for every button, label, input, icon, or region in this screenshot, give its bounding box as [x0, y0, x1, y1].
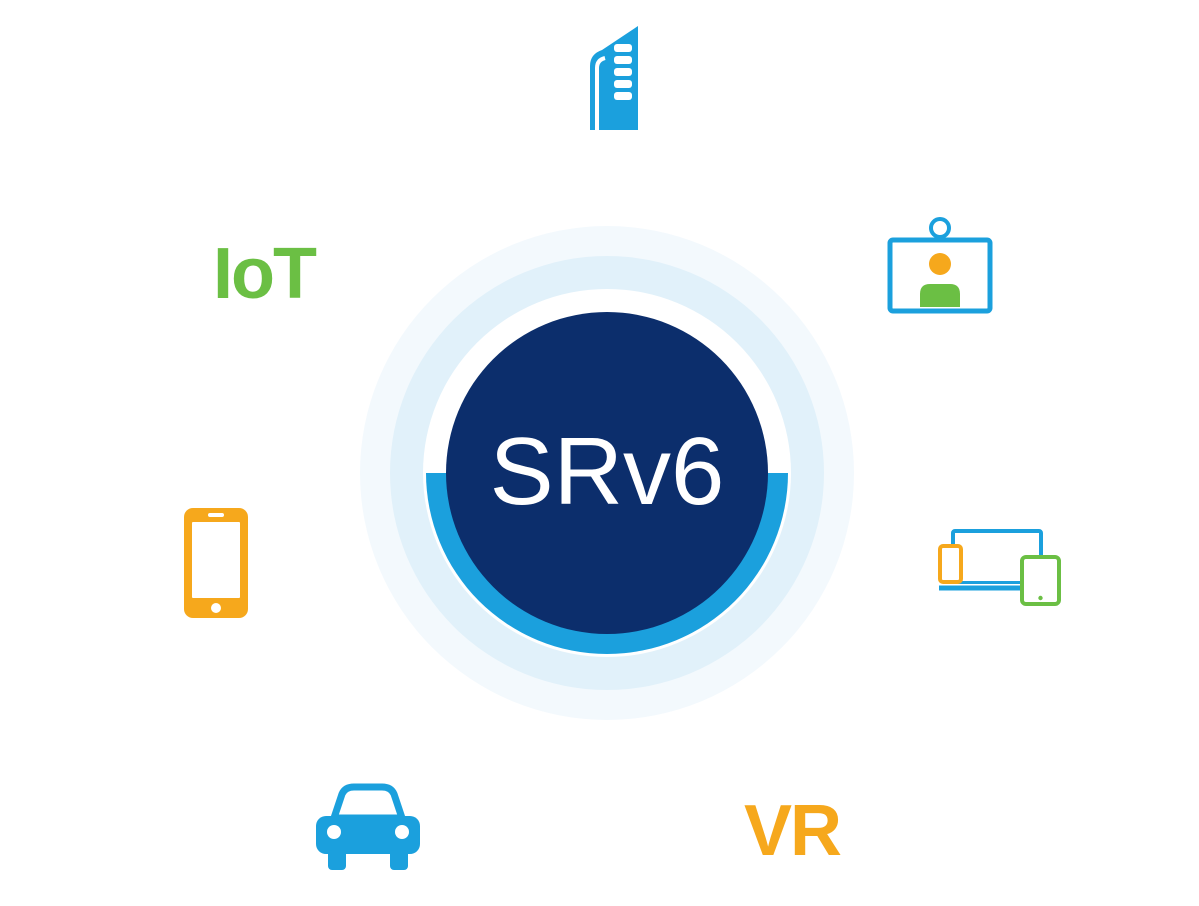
srv6-hub: [360, 226, 854, 720]
car-icon: [316, 783, 420, 870]
iot-label: IoT: [213, 234, 317, 314]
multi-device-icon: [938, 529, 1061, 606]
hub-core: [446, 312, 768, 634]
smartphone-icon: [184, 508, 248, 618]
vr-label: VR: [744, 791, 842, 871]
video-conference-icon: [887, 217, 993, 314]
data-center-building-icon: [590, 26, 638, 130]
srv6-label: SRv6: [489, 418, 725, 525]
